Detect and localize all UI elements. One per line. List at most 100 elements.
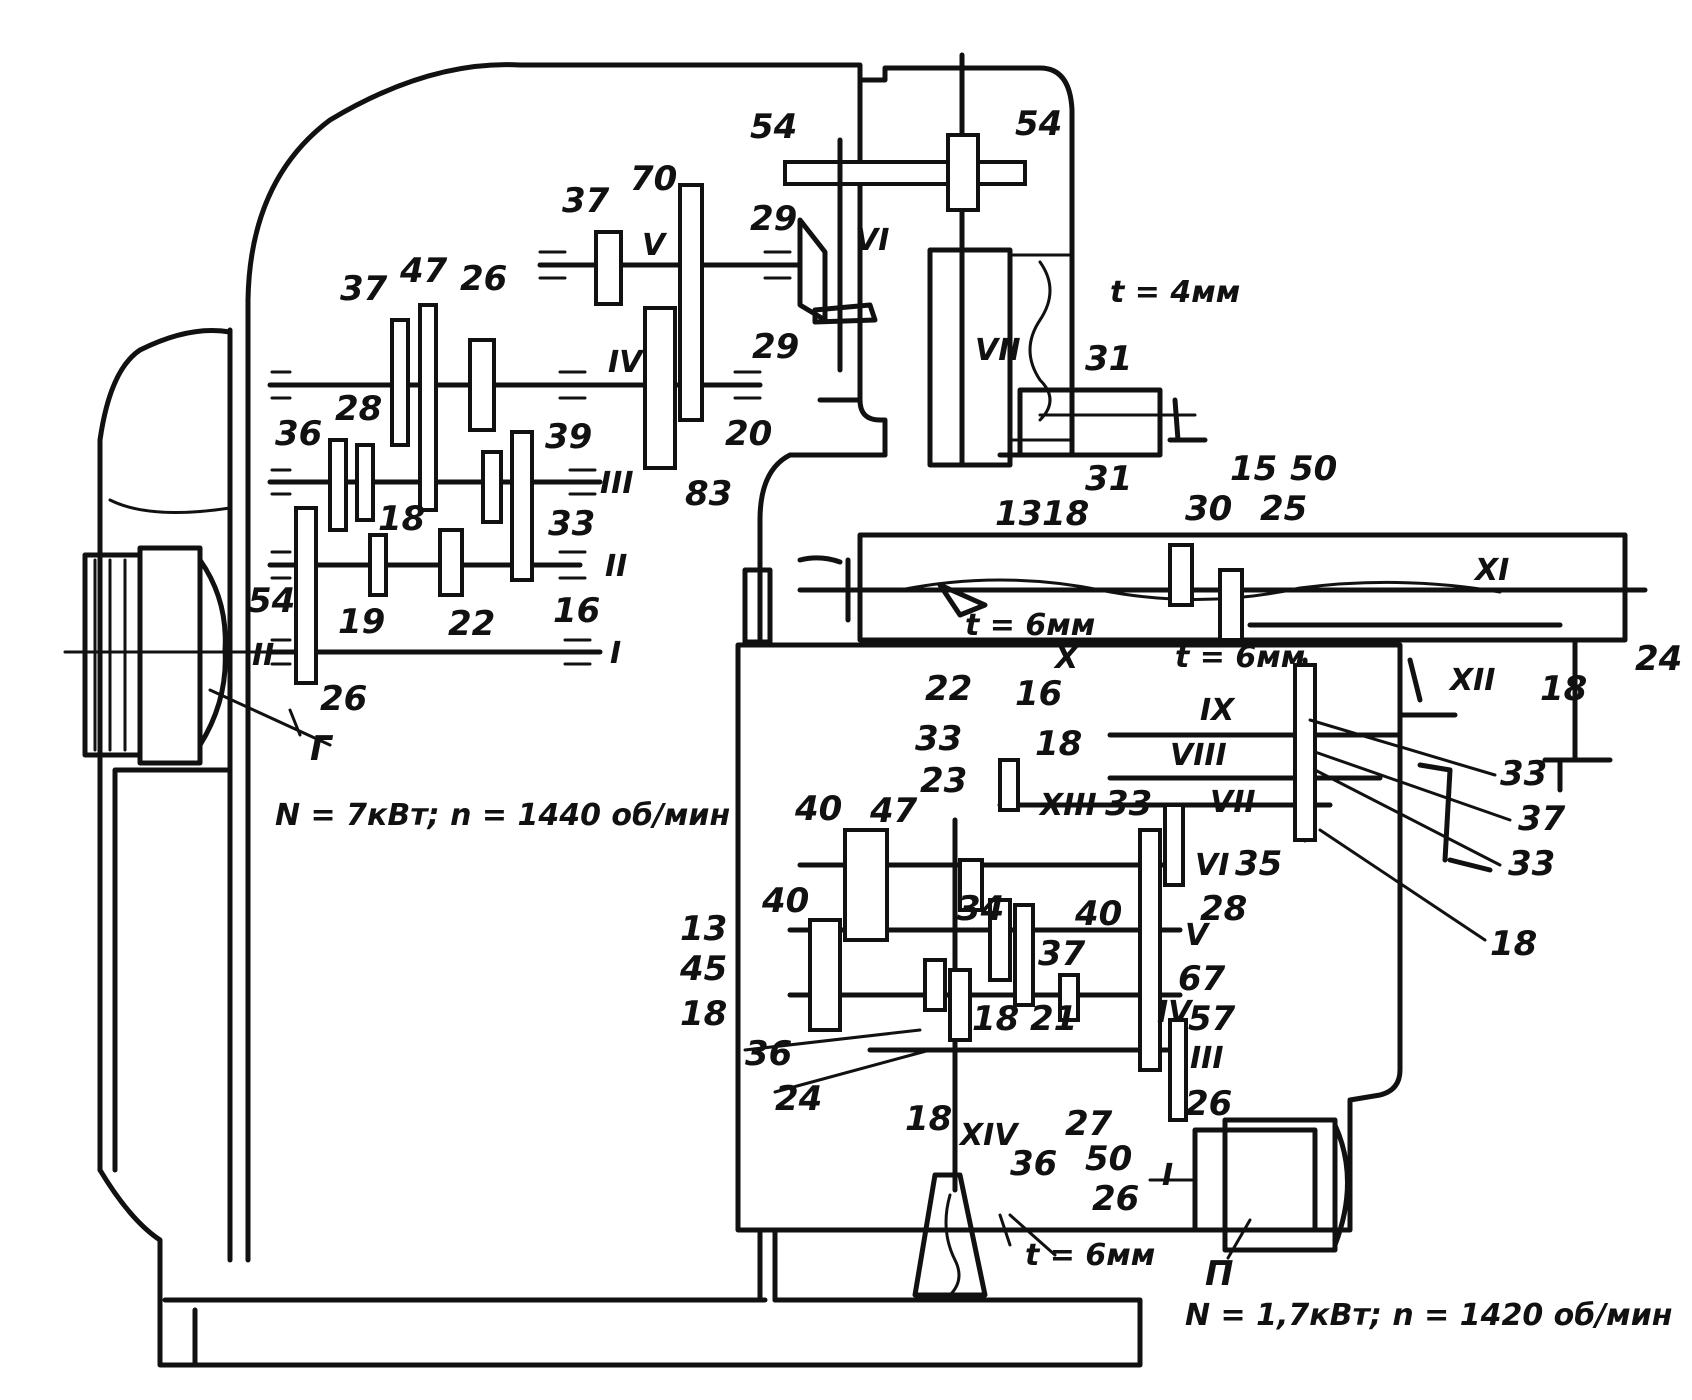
sb-gear-47: 47 <box>399 251 448 291</box>
fb-gear-16: 16 <box>1015 674 1062 714</box>
tbl-gear-13: 13 <box>995 494 1042 534</box>
tbl-gear-24: 24 <box>1635 639 1682 679</box>
motor-labels: Г N = 7кВт; n = 1440 об/мин П N = 1,7кВт… <box>275 729 1672 1333</box>
fb-gear-27: 27 <box>1065 1104 1113 1144</box>
speed-box-shafts <box>267 262 803 655</box>
fb-shaft-xiv: XIV <box>958 1118 1020 1153</box>
tbl-gear-50: 50 <box>1290 449 1337 489</box>
fb-gear-50: 50 <box>1085 1139 1132 1179</box>
fb-gear-13: 13 <box>680 909 727 949</box>
sb-shaft-ii: II <box>252 638 274 673</box>
fb-gear-22: 22 <box>925 669 972 709</box>
fb-shaft-vi: VI <box>1195 848 1229 883</box>
fb-gear-28: 28 <box>1200 889 1247 929</box>
gear-29-bottom: 29 <box>752 327 799 367</box>
gear-31-bottom: 31 <box>1085 459 1132 499</box>
fb-shaft-iii: III <box>1190 1041 1224 1076</box>
tbl-gear-15: 15 <box>1230 449 1277 489</box>
main-motor-label: Г <box>310 729 334 769</box>
fb-gear-26: 26 <box>1185 1084 1232 1124</box>
table-labels: 13 18 15 30 50 25 18 24 XI X <box>995 449 1682 709</box>
gear-54-left: 54 <box>750 107 797 147</box>
table-screw-pitch: t = 6мм <box>965 608 1095 643</box>
gear-70: 70 <box>630 159 677 199</box>
fb-shaft-viii: VIII <box>1170 738 1227 773</box>
speed-box-labels: 37 47 26 36 28 39 18 33 54 19 22 16 26 I… <box>248 251 600 719</box>
fb-right-37: 37 <box>1518 799 1566 839</box>
shaft-ii-speed: II <box>605 549 627 584</box>
bearing-marks <box>270 250 792 666</box>
fb-gear-21: 21 <box>1030 999 1077 1039</box>
pitch-labels: t = 4мм t = 6мм t = 6мм t = 6мм <box>965 275 1305 1273</box>
fb-gear-18-c: 18 <box>972 999 1019 1039</box>
gear-20: 20 <box>725 414 772 454</box>
shaft-i-speed: I <box>610 636 621 671</box>
fb-gear-33: 33 <box>915 719 962 759</box>
leader-lines <box>208 688 1512 1260</box>
fb-shaft-i: I <box>1162 1158 1173 1193</box>
tbl-gear-18-right: 18 <box>1540 669 1587 709</box>
console <box>735 637 1613 1303</box>
spindle-screw-pitch: t = 4мм <box>1110 275 1240 310</box>
shaft-iii-speed: III <box>600 466 634 501</box>
spindle-head <box>783 52 1208 468</box>
fb-shaft-ix: IX <box>1200 693 1236 728</box>
fb-gear-23: 23 <box>920 761 967 801</box>
fb-gear-36-b: 36 <box>1010 1144 1057 1184</box>
sb-gear-37: 37 <box>340 269 388 309</box>
fb-gear-18: 18 <box>1035 724 1082 764</box>
fb-shaft-xiii: XIII <box>1038 788 1097 823</box>
tbl-gear-30: 30 <box>1185 489 1232 529</box>
feed-motor-label: П <box>1205 1254 1233 1294</box>
sb-gear-28: 28 <box>335 389 382 429</box>
tbl-shaft-x: X <box>1053 641 1080 676</box>
sb-gear-19: 19 <box>338 602 385 642</box>
sb-gear-54: 54 <box>248 581 295 621</box>
fb-shaft-vii: VII <box>1210 785 1256 820</box>
fb-shaft-v: V <box>1185 918 1211 953</box>
speed-box-gears <box>294 183 704 685</box>
fb-gear-37: 37 <box>1038 934 1086 974</box>
shaft-vii-head: VII <box>975 333 1021 368</box>
feed-box-labels: 16 18 IX VIII XII 22 33 23 XIII 47 33 VI… <box>679 663 1566 1219</box>
table <box>742 532 1648 645</box>
fb-shaft-xii: XII <box>1448 663 1495 698</box>
sb-gear-39: 39 <box>545 417 592 457</box>
sb-gear-36: 36 <box>275 414 322 454</box>
shaft-iv-head: IV <box>608 345 645 380</box>
fb-gear-40-c: 40 <box>1074 894 1122 934</box>
fb-right-18: 18 <box>1490 924 1537 964</box>
sb-gear-26-bottom: 26 <box>320 679 367 719</box>
fb-gear-33-b: 33 <box>1105 784 1152 824</box>
fb-gear-40-b: 40 <box>761 881 809 921</box>
fb-gear-18-b: 18 <box>680 994 727 1034</box>
shaft-v-head: V <box>642 228 668 263</box>
sb-gear-33: 33 <box>548 504 595 544</box>
fb-gear-35: 35 <box>1235 844 1282 884</box>
fb-gear-34: 34 <box>957 889 1004 929</box>
sb-gear-26: 26 <box>460 259 507 299</box>
tbl-shaft-xi: XI <box>1473 553 1509 588</box>
head-gear-labels: 54 54 70 37 29 29 31 31 20 83 <box>562 104 1132 514</box>
sb-gear-16: 16 <box>553 591 600 631</box>
fb-gear-36: 36 <box>745 1034 792 1074</box>
tbl-gear-18: 18 <box>1042 494 1089 534</box>
fb-gear-47: 47 <box>869 791 918 831</box>
cross-screw-pitch: t = 6мм <box>1175 640 1305 675</box>
head-shaft-labels: V VI VII IV III II I <box>600 223 1021 671</box>
gear-31-top: 31 <box>1085 339 1132 379</box>
fb-shaft-iv: IV <box>1157 995 1194 1030</box>
gear-54-right: 54 <box>1015 104 1062 144</box>
fb-gear-67: 67 <box>1178 959 1226 999</box>
main-motor-spec: N = 7кВт; n = 1440 об/мин <box>275 798 730 833</box>
fb-gear-26-b: 26 <box>1092 1179 1139 1219</box>
fb-gear-45: 45 <box>679 949 727 989</box>
fb-gear-18-d: 18 <box>905 1099 952 1139</box>
gear-29-top: 29 <box>750 199 797 239</box>
fb-gear-40: 40 <box>794 789 842 829</box>
gear-83: 83 <box>685 474 732 514</box>
fb-right-33-b: 33 <box>1508 844 1555 884</box>
fb-gear-57: 57 <box>1188 999 1236 1039</box>
sb-gear-22: 22 <box>448 604 495 644</box>
shaft-vi-head: VI <box>855 223 889 258</box>
